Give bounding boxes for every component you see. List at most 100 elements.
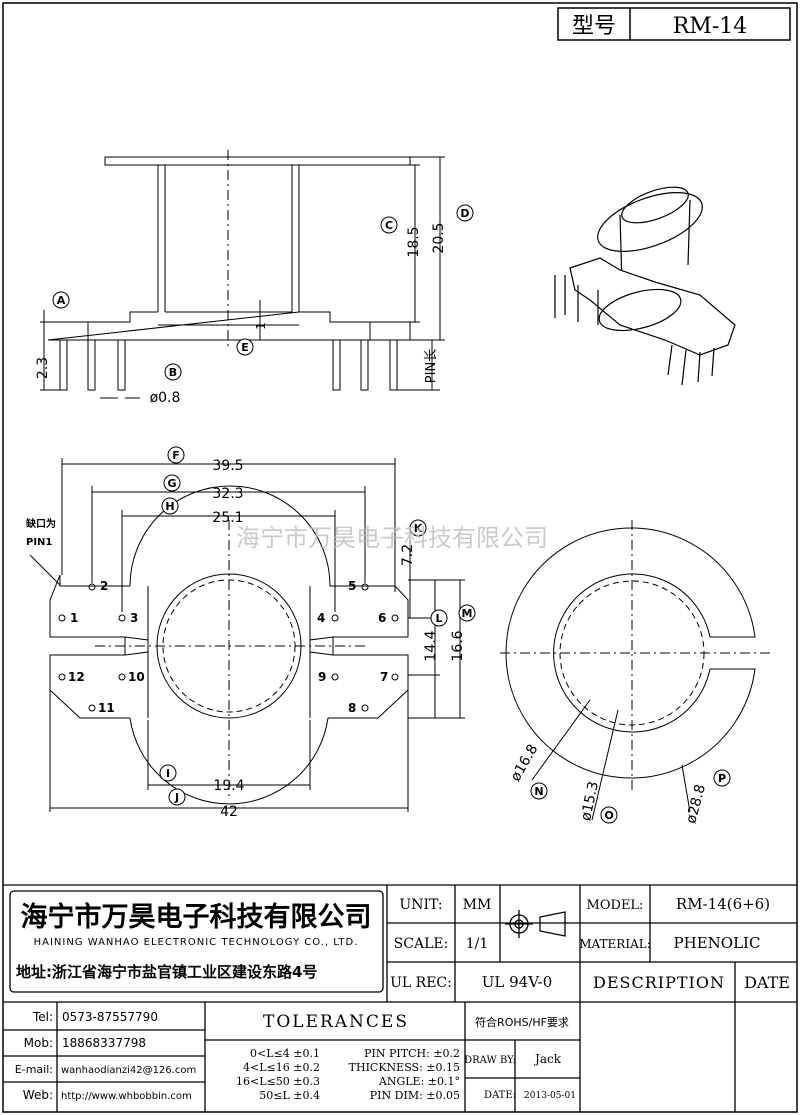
description-label: DESCRIPTION bbox=[593, 973, 725, 992]
svg-text:J: J bbox=[174, 791, 179, 804]
isometric-view bbox=[554, 186, 736, 386]
pin1-note-line2: PIN1 bbox=[26, 537, 52, 548]
email-label: E-mail: bbox=[15, 1063, 53, 1076]
side-view bbox=[40, 150, 445, 399]
svg-text:10: 10 bbox=[128, 670, 145, 684]
bottom-view-pins bbox=[58, 583, 399, 712]
company-en: HAINING WANHAO ELECTRONIC TECHNOLOGY CO.… bbox=[34, 937, 359, 948]
svg-text:2: 2 bbox=[100, 579, 108, 593]
tol-right-2: THICKNESS: ±0.15 bbox=[349, 1061, 460, 1074]
projection-symbol bbox=[505, 910, 566, 938]
date-row-label: DATE: bbox=[484, 1090, 516, 1101]
model-header: 型号 RM-14 bbox=[557, 7, 791, 41]
svg-text:L: L bbox=[435, 612, 442, 625]
dim-j: 42 bbox=[220, 804, 238, 820]
bottom-view bbox=[29, 458, 465, 812]
svg-text:7: 7 bbox=[380, 670, 388, 684]
tol-line-2: 4<L≤16 ±0.2 bbox=[243, 1061, 320, 1074]
svg-text:3: 3 bbox=[130, 611, 138, 625]
title-block bbox=[3, 884, 797, 1112]
dim-o: ø15.3 bbox=[578, 780, 602, 822]
mob-label: Mob: bbox=[24, 1036, 53, 1050]
svg-text:K: K bbox=[414, 522, 423, 535]
svg-text:P: P bbox=[718, 772, 726, 785]
address: 地址:浙江省海宁市盐官镇工业区建设东路4号 bbox=[16, 963, 317, 981]
tol-right-3: ANGLE: ±0.1° bbox=[378, 1075, 460, 1088]
dim-g: 32.3 bbox=[212, 486, 243, 502]
web-value: http://www.whbobbin.com bbox=[61, 1091, 192, 1102]
ulrec-label: UL REC: bbox=[390, 975, 452, 991]
side-view-labels: 18.5 20.5 2.3 ø0.8 1 PIN长 bbox=[35, 222, 447, 406]
dim-b: ø0.8 bbox=[150, 390, 181, 406]
scale-label: SCALE: bbox=[394, 936, 449, 952]
bottom-view-labels: 39.5 32.3 25.1 19.4 42 7.2 14.4 16.6 缺口为… bbox=[25, 458, 466, 820]
pin1-note-line1: 缺口为 bbox=[25, 517, 56, 530]
material-label: MATERIAL: bbox=[579, 937, 651, 951]
dim-d: 20.5 bbox=[431, 222, 447, 253]
date-row-value: 2013-05-01 bbox=[524, 1091, 576, 1101]
svg-text:11: 11 bbox=[98, 701, 115, 715]
mob-value: 18868337798 bbox=[62, 1036, 146, 1050]
svg-text:6: 6 bbox=[378, 611, 386, 625]
svg-text:N: N bbox=[534, 785, 543, 798]
drawby-value: Jack bbox=[533, 1052, 562, 1066]
svg-text:5: 5 bbox=[348, 579, 356, 593]
dim-a: 2.3 bbox=[35, 357, 51, 379]
svg-text:M: M bbox=[462, 607, 473, 620]
svg-text:A: A bbox=[57, 294, 66, 307]
tol-line-4: 50≤L ±0.4 bbox=[259, 1089, 320, 1102]
date-label: DATE bbox=[744, 973, 790, 992]
bottom-view-pin-labels: 1 2 3 4 5 6 7 8 9 10 11 12 bbox=[68, 579, 388, 715]
dim-n: ø16.8 bbox=[508, 742, 542, 784]
dim-p: ø28.8 bbox=[683, 783, 709, 826]
svg-text:12: 12 bbox=[68, 670, 85, 684]
svg-text:4: 4 bbox=[317, 611, 325, 625]
ulrec-value: UL 94V-0 bbox=[482, 973, 553, 991]
model-header-label: 型号 bbox=[572, 14, 616, 39]
svg-text:B: B bbox=[169, 366, 177, 379]
tol-right-1: PIN PITCH: ±0.2 bbox=[364, 1047, 460, 1060]
dim-k: 7.2 bbox=[400, 544, 416, 566]
dim-f: 39.5 bbox=[212, 458, 243, 474]
svg-text:O: O bbox=[604, 809, 613, 822]
model-value: RM-14(6+6) bbox=[676, 895, 770, 913]
company-cn: 海宁市万昊电子科技有限公司 bbox=[21, 901, 372, 933]
tol-right-4: PIN DIM: ±0.05 bbox=[370, 1089, 460, 1102]
svg-text:G: G bbox=[167, 477, 176, 490]
dim-c: 18.5 bbox=[406, 226, 422, 257]
model-header-value: RM-14 bbox=[673, 14, 748, 39]
tel-label: Tel: bbox=[32, 1010, 53, 1024]
tolerances-title: TOLERANCES bbox=[263, 1012, 409, 1032]
tol-line-3: 16<L≤50 ±0.3 bbox=[236, 1075, 320, 1088]
title-block-text: 海宁市万昊电子科技有限公司 HAINING WANHAO ELECTRONIC … bbox=[15, 895, 790, 1102]
tel-value: 0573-87557790 bbox=[62, 1010, 158, 1024]
unit-label: UNIT: bbox=[399, 897, 442, 913]
bottom-markers: F G H I J K L M bbox=[159, 446, 476, 806]
dim-m: 16.6 bbox=[450, 630, 466, 661]
top-view bbox=[500, 520, 770, 821]
web-label: Web: bbox=[23, 1088, 53, 1102]
svg-text:9: 9 bbox=[318, 670, 326, 684]
dim-pin: PIN长 bbox=[424, 349, 439, 383]
dim-h: 25.1 bbox=[212, 510, 243, 526]
svg-text:C: C bbox=[385, 219, 393, 232]
svg-text:F: F bbox=[172, 449, 180, 462]
svg-text:H: H bbox=[165, 500, 174, 513]
svg-text:D: D bbox=[460, 207, 469, 220]
rohs-note: 符合ROHS/HF要求 bbox=[475, 1015, 569, 1029]
drawby-label: DRAW BY: bbox=[464, 1055, 516, 1066]
scale-value: 1/1 bbox=[466, 936, 489, 952]
side-markers: A B C D E bbox=[52, 204, 474, 381]
dim-i: 19.4 bbox=[213, 778, 244, 794]
svg-text:1: 1 bbox=[70, 611, 78, 625]
svg-text:E: E bbox=[241, 341, 249, 354]
dim-e: 1 bbox=[254, 322, 268, 330]
tol-line-1: 0<L≤4 ±0.1 bbox=[250, 1047, 320, 1060]
watermark: 海宁市万昊电子科技有限公司 bbox=[236, 524, 548, 552]
svg-text:8: 8 bbox=[348, 701, 356, 715]
email-value: wanhaodianzi42@126.com bbox=[61, 1065, 196, 1076]
model-label: MODEL: bbox=[587, 898, 644, 913]
dim-l: 14.4 bbox=[423, 630, 439, 661]
svg-text:I: I bbox=[166, 767, 170, 780]
